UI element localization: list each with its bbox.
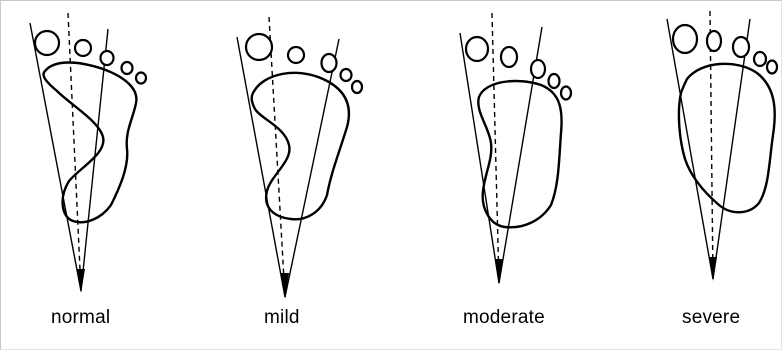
toe-print: [561, 87, 571, 100]
footprint-mild: [237, 17, 362, 299]
footprint-moderate: [460, 13, 571, 285]
toe-print: [288, 47, 304, 63]
toe-print: [322, 54, 337, 72]
toe-print: [75, 40, 91, 56]
inner-axis-line: [713, 19, 750, 279]
big-toe-print: [35, 31, 59, 55]
label-mild: mild: [264, 307, 300, 329]
label-normal: normal: [51, 307, 110, 329]
toe-print: [754, 52, 766, 66]
toe-print: [707, 31, 721, 51]
big-toe-print: [466, 37, 488, 61]
toe-print: [531, 60, 545, 78]
toe-print: [767, 61, 777, 74]
toe-print: [136, 73, 146, 84]
toe-print: [341, 69, 352, 81]
toe-print: [352, 81, 362, 93]
inner-axis-line: [285, 39, 339, 297]
label-moderate: moderate: [463, 307, 545, 329]
footprint-normal: [30, 13, 146, 293]
axis-vertex: [709, 257, 717, 281]
footprint-outline: [679, 64, 775, 212]
big-toe-print: [673, 25, 697, 53]
big-toe-print: [246, 34, 272, 60]
label-severe: severe: [682, 307, 740, 329]
toe-print: [549, 74, 560, 88]
toe-print: [733, 37, 749, 57]
toe-print: [101, 51, 114, 65]
axis-vertex: [77, 269, 85, 293]
toe-print: [122, 62, 133, 74]
footprint-severe: [667, 11, 777, 281]
toe-print: [501, 47, 517, 67]
footprint-outline: [252, 73, 349, 219]
axis-vertex: [495, 259, 503, 285]
outer-axis-line: [667, 19, 713, 279]
